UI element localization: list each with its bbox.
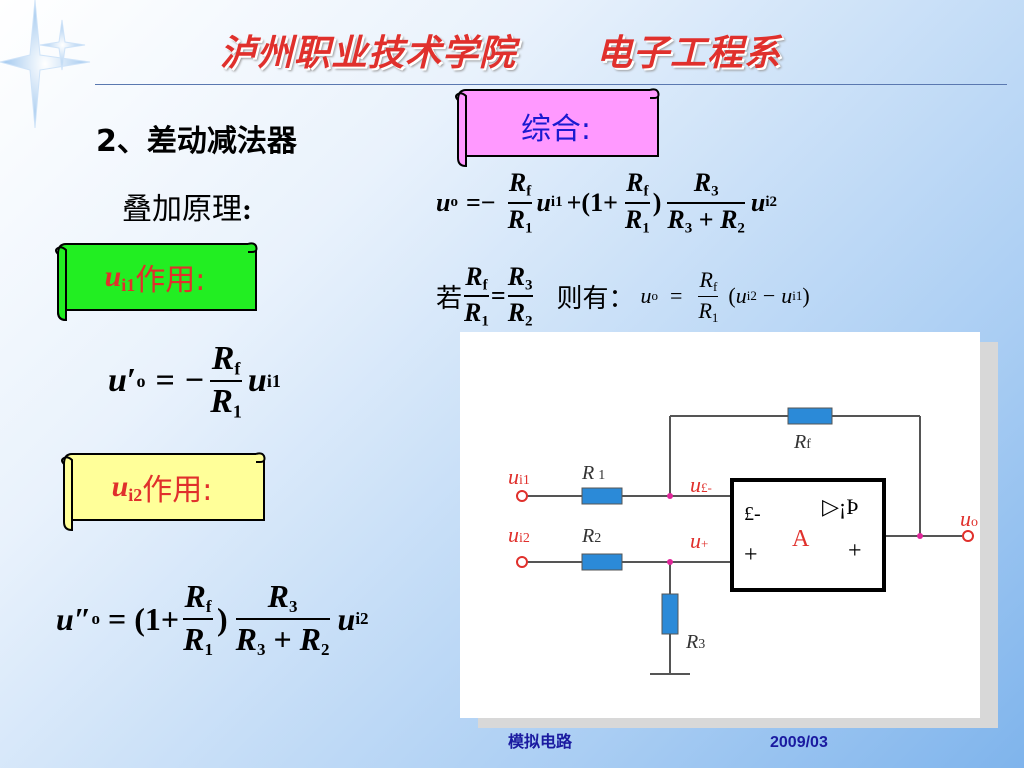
node-output <box>917 533 923 539</box>
resistor-r1 <box>581 487 623 505</box>
label-ui1: ui1 <box>508 464 530 489</box>
ui1-var: u <box>104 260 122 293</box>
combined-banner: 综合: <box>450 86 662 172</box>
ui1-sub: i1 <box>121 275 136 295</box>
label-rf: Rf <box>793 431 811 453</box>
department-name: 电子工程系 <box>596 33 782 74</box>
school-name: 泸州职业技术学院 <box>220 33 517 74</box>
resistor-r3 <box>661 593 679 635</box>
node-minus <box>667 493 673 499</box>
section-title: 2、差动减法器 <box>96 124 297 159</box>
combined-label: 综合: <box>520 112 592 147</box>
footer-date: 2009/03 <box>770 734 828 751</box>
terminal-uo <box>962 530 974 542</box>
footer-course: 模拟电路 <box>508 732 573 751</box>
opamp-minus-input: £- <box>744 503 761 525</box>
opamp-symbol: ▷¡Þ <box>822 494 858 519</box>
label-uminus: u£- <box>690 472 712 497</box>
opamp-plus-output: + <box>848 538 862 564</box>
condition-if: 若 <box>436 283 463 314</box>
label-uplus: u+ <box>690 528 708 553</box>
header-title: 泸州职业技术学院 电子工程系 <box>220 24 781 76</box>
label-r3: R3 <box>685 631 705 653</box>
sparkle-decoration-icon <box>0 0 91 129</box>
ui2-var: u <box>111 470 129 503</box>
opamp-label: A <box>792 526 810 552</box>
resistor-r2 <box>581 553 623 571</box>
header-divider <box>95 84 1007 85</box>
condition-then: 则有： <box>556 283 635 314</box>
node-plus <box>667 559 673 565</box>
ui2-label: 作用: <box>142 473 213 508</box>
terminal-ui2 <box>516 556 528 568</box>
label-uo: uo <box>960 506 978 531</box>
ui1-label: 作用: <box>135 263 206 298</box>
terminal-ui1 <box>516 490 528 502</box>
superposition-label: 叠加原理: <box>122 192 252 227</box>
ui2-sub: i2 <box>128 485 143 505</box>
resistor-rf <box>787 407 833 425</box>
label-r2: R2 <box>581 525 601 547</box>
opamp-box <box>730 478 886 592</box>
opamp-plus-input: + <box>744 542 758 568</box>
label-ui2: ui2 <box>508 522 530 547</box>
